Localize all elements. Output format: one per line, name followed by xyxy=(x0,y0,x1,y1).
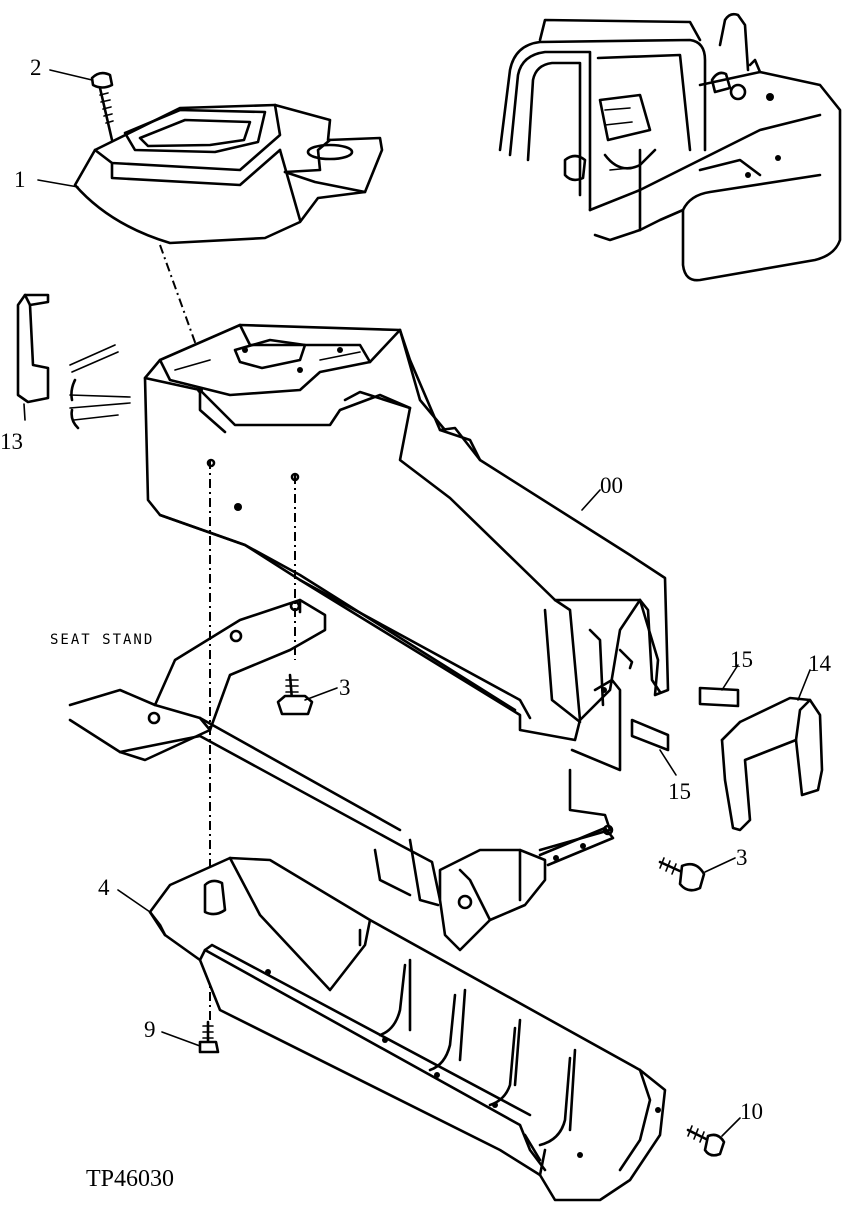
callout-15-upper: 15 xyxy=(730,647,753,672)
callout-leaders xyxy=(23,69,811,1137)
machine-overview-illustration xyxy=(498,12,842,282)
part-2-screw xyxy=(90,71,114,142)
callout-9: 9 xyxy=(144,1017,156,1042)
assembly-line-cover xyxy=(159,244,206,371)
callout-14: 14 xyxy=(808,651,831,676)
callout-2: 2 xyxy=(30,55,42,80)
part-13-side-bracket xyxy=(16,293,131,430)
part-00-console-body xyxy=(143,323,670,742)
part-14-u-bracket xyxy=(720,696,824,832)
callout-15-lower: 15 xyxy=(668,779,691,804)
callout-1: 1 xyxy=(14,167,26,192)
part-3-bolt-right xyxy=(658,857,706,892)
part-3-bolt-center xyxy=(276,673,314,716)
callout-00: 00 xyxy=(600,473,623,498)
part-4-lower-tray xyxy=(148,856,667,1202)
callout-13: 13 xyxy=(0,429,23,454)
callout-10: 10 xyxy=(740,1099,763,1124)
callout-4: 4 xyxy=(98,875,110,900)
figure-id: TP46030 xyxy=(86,1166,175,1192)
part-10-screw xyxy=(686,1125,726,1157)
part-15-pads xyxy=(630,686,740,752)
hinge-bracket xyxy=(438,678,622,952)
part-9-screw xyxy=(198,1020,220,1054)
part-1-upper-cover xyxy=(73,103,384,245)
callout-3-right: 3 xyxy=(736,845,748,870)
callout-3-center: 3 xyxy=(339,675,351,700)
seat-stand-caption: SEAT STAND xyxy=(50,632,155,648)
